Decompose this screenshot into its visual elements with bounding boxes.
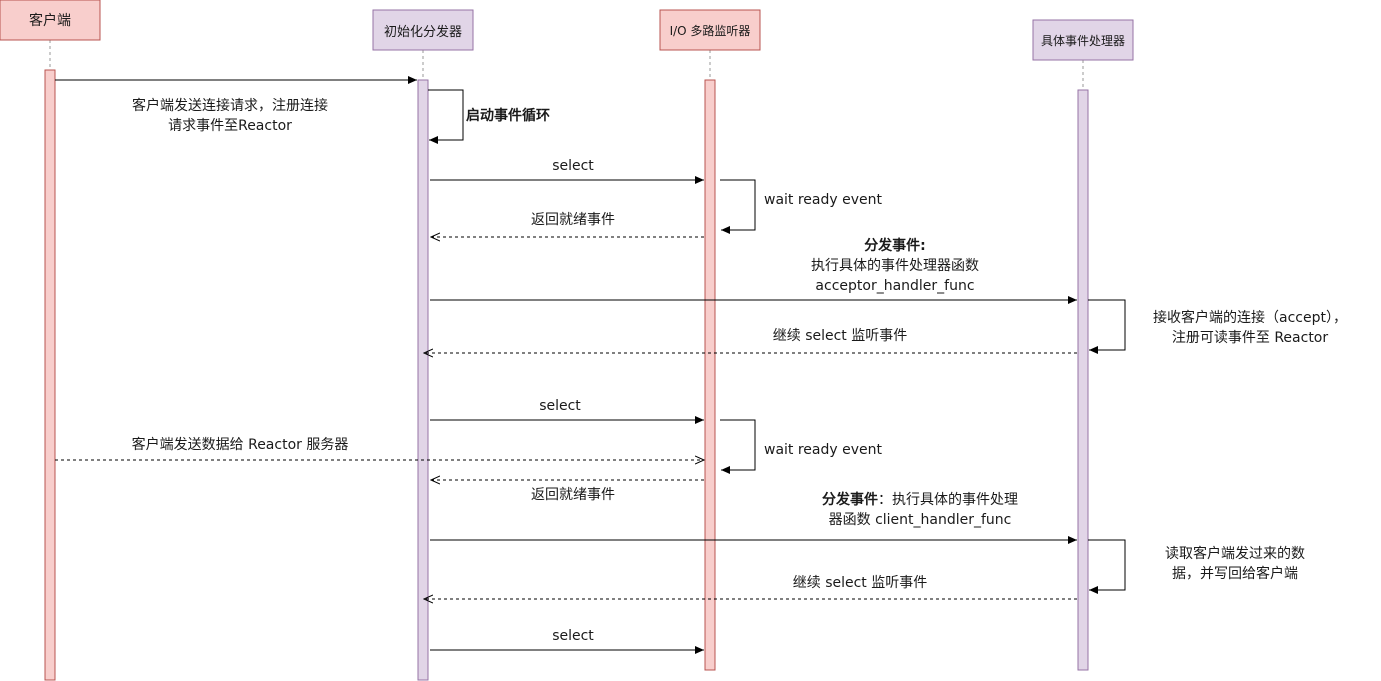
label-select-3: select <box>552 628 594 644</box>
activation-dispatcher <box>417 79 429 681</box>
label-continue-select-1: 继续 select 监听事件 <box>772 328 908 344</box>
label-line: 注册可读事件至 Reactor <box>1171 330 1329 346</box>
label-wait-2: wait ready event <box>764 442 882 458</box>
label-line: 器函数 client_handler_func <box>828 512 1012 528</box>
label-connect-request: 客户端发送连接请求，注册连接 请求事件至Reactor <box>90 96 370 136</box>
label-line: 客户端发送连接请求，注册连接 <box>132 98 328 114</box>
label-line: 分发事件: <box>864 238 926 254</box>
label-rest: ：执行具体的事件处理 <box>878 492 1018 508</box>
label-read-write: 读取客户端发过来的数 据，并写回给客户端 <box>1135 544 1335 584</box>
participant-box-client <box>0 0 101 41</box>
label-dispatch-acceptor: 分发事件: 执行具体的事件处理器函数 acceptor_handler_func <box>745 236 1045 296</box>
label-event-loop: 启动事件循环 <box>466 108 550 124</box>
participant-client: 客户端 <box>29 13 71 29</box>
label-bold-prefix: 分发事件 <box>822 492 878 508</box>
label-dispatch-client-handler: 分发事件：执行具体的事件处理 器函数 client_handler_func <box>780 490 1060 530</box>
label-accept: 接收客户端的连接（accept）， 注册可读事件至 Reactor <box>1130 308 1370 348</box>
activation-handler <box>1077 89 1089 671</box>
self-message-wait-1 <box>720 179 756 234</box>
label-select-2: select <box>539 398 581 414</box>
label-line: 据，并写回给客户端 <box>1172 566 1298 582</box>
label-continue-select-2: 继续 select 监听事件 <box>792 575 928 591</box>
label-client-send-data: 客户端发送数据给 Reactor 服务器 <box>131 437 349 453</box>
activation-io-mux <box>704 79 716 671</box>
participant-handler: 具体事件处理器 <box>1040 33 1125 48</box>
label-select-1: select <box>552 158 594 174</box>
self-message-read-write <box>1088 539 1126 594</box>
label-line: 分发事件：执行具体的事件处理 <box>780 490 1060 510</box>
label-line: 读取客户端发过来的数 <box>1165 546 1305 562</box>
label-line: 执行具体的事件处理器函数 <box>811 258 979 274</box>
self-message-wait-2 <box>720 419 756 474</box>
label-return-ready-2: 返回就绪事件 <box>531 487 615 503</box>
participant-box-dispatcher <box>372 9 474 51</box>
label-line: 接收客户端的连接（accept）， <box>1153 310 1347 326</box>
self-message-accept <box>1088 299 1126 354</box>
label-wait-1: wait ready event <box>764 192 882 208</box>
label-line: 请求事件至Reactor <box>168 118 292 134</box>
participant-dispatcher: 初始化分发器 <box>383 24 462 40</box>
label-line: acceptor_handler_func <box>815 278 975 294</box>
participant-box-handler <box>1032 19 1134 61</box>
participant-io-mux: I/O 多路监听器 <box>669 23 751 38</box>
self-message-event-loop <box>428 89 464 144</box>
activation-client <box>44 69 56 681</box>
label-return-ready-1: 返回就绪事件 <box>531 212 615 228</box>
participant-box-io-mux <box>659 9 761 51</box>
